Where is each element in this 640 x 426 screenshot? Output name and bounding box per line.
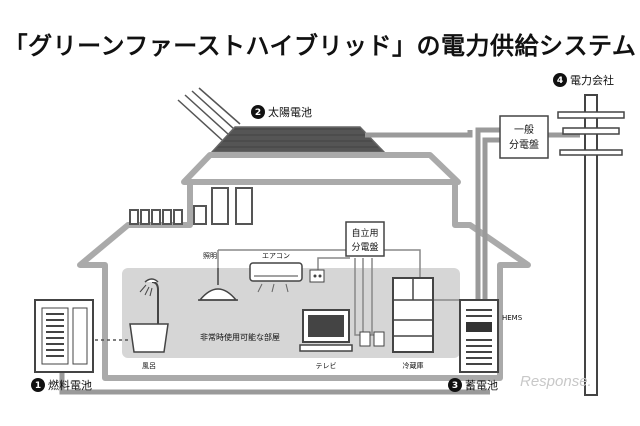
label-fuel-cell: 1 燃料電池: [31, 378, 92, 392]
main-panel: 一般 分電盤: [499, 115, 549, 159]
wiring: [59, 127, 580, 395]
battery-number: 3: [452, 381, 458, 391]
tv-icon: [299, 309, 353, 352]
response-watermark: Response.: [520, 373, 592, 390]
label-battery: 3 蓄電池: [448, 378, 498, 392]
aircon-label: エアコン: [262, 252, 290, 260]
sun-rays: [177, 87, 241, 141]
solar-label: 太陽電池: [268, 106, 312, 119]
lighting-label: 照明: [203, 252, 217, 260]
power-company-number: 4: [557, 76, 563, 86]
battery-unit: [459, 299, 499, 373]
diagram-title: 「グリーンファーストハイブリッド」の電力供給システム: [3, 32, 637, 60]
power-company-label: 電力会社: [570, 73, 614, 87]
emergency-room-label: 非常時使用可能な部屋: [200, 332, 280, 342]
battery-label: 蓄電池: [465, 379, 498, 392]
fridge-label: 冷蔵庫: [403, 361, 424, 370]
house-upper: [181, 126, 461, 185]
fridge-icon: [392, 277, 434, 353]
label-solar: 2 太陽電池: [251, 105, 312, 119]
bath-shower-icon: [129, 278, 169, 353]
bath-label: 風呂: [142, 362, 156, 370]
label-power-company: 4 電力会社: [553, 73, 614, 87]
hems-label: HEMS: [502, 314, 523, 322]
ceiling-light-icon: [198, 268, 238, 301]
self-use-panel: 自立用 分電盤: [345, 221, 385, 257]
fuel-cell-number: 1: [35, 381, 41, 391]
aircon-icon: [249, 262, 325, 293]
fuel-cell-label: 燃料電池: [48, 378, 92, 392]
main-panel-line1: 一般: [514, 123, 534, 136]
self-use-panel-line2: 分電盤: [351, 241, 378, 253]
self-use-panel-line1: 自立用: [351, 227, 378, 239]
tv-label: テレビ: [316, 361, 337, 370]
windows: [129, 187, 253, 225]
main-panel-line2: 分電盤: [509, 138, 539, 151]
fuel-cell-unit: [34, 299, 94, 373]
outlets-icon: [359, 331, 385, 347]
solar-number: 2: [255, 108, 261, 118]
utility-pole: [557, 94, 625, 396]
